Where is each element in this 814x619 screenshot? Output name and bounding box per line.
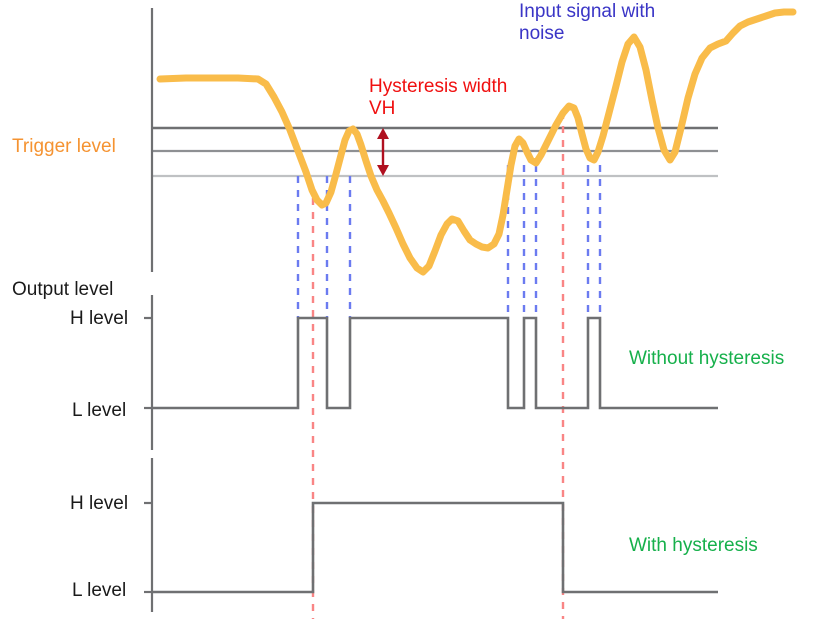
hysteresis-arrow-head-down [377, 165, 389, 176]
threshold-lines-group [152, 126, 718, 178]
input-signal-line [156, 8, 797, 276]
marker-lines-group [296, 112, 602, 619]
output-without-hysteresis-panel-trace [152, 316, 718, 410]
hysteresis-arrow-group [377, 128, 389, 176]
output-with-hysteresis-panel-trace [152, 501, 718, 594]
output-traces-group [144, 316, 718, 594]
input-signal-trace-group [156, 8, 797, 276]
hysteresis-arrow-head-up [377, 128, 389, 139]
